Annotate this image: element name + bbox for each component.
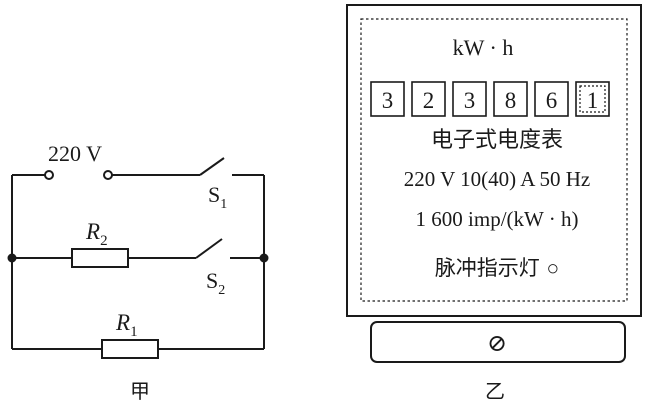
digit-value: 6 xyxy=(546,88,558,113)
s1-label: S1 xyxy=(208,182,227,212)
meter-rating: 220 V 10(40) A 50 Hz xyxy=(404,167,590,191)
meter-outer-frame xyxy=(346,4,642,317)
supply-terminal-right xyxy=(103,170,113,180)
meter-caption: 乙 xyxy=(485,379,505,403)
digit-box xyxy=(493,81,528,117)
meter-base-symbol: ⊘ xyxy=(487,331,507,357)
circuit-diagram xyxy=(7,157,269,359)
r1-label: R1 xyxy=(115,310,138,340)
meter-reading-display: 3 2 3 8 6 1 xyxy=(370,81,610,117)
resistor-r2 xyxy=(71,248,129,268)
circuit-caption: 甲 xyxy=(130,379,150,403)
meter-body xyxy=(346,4,642,317)
pulse-indicator-row: 脉冲指示灯 ○ xyxy=(435,256,559,280)
digit-value: 8 xyxy=(505,88,517,113)
junction-right xyxy=(259,253,269,263)
meter-unit-label: kW · h xyxy=(453,35,514,60)
supply-terminal-left xyxy=(44,170,54,180)
switch-s2-blade xyxy=(195,238,223,259)
digit-box xyxy=(534,81,569,117)
digit-value: 2 xyxy=(423,88,435,113)
digit-box xyxy=(411,81,446,117)
digit-value: 3 xyxy=(382,88,394,113)
resistor-r1 xyxy=(101,339,159,359)
meter-title: 电子式电度表 xyxy=(431,128,563,153)
meter-constant: 1 600 imp/(kW · h) xyxy=(416,207,579,231)
r2-label: R2 xyxy=(85,219,108,249)
digit-value: 3 xyxy=(464,88,476,113)
digit-box xyxy=(575,81,610,117)
meter-inner-panel xyxy=(360,18,628,302)
pulse-indicator-label: 脉冲指示灯 xyxy=(435,256,540,280)
digit-box xyxy=(452,81,487,117)
switch-s1-blade xyxy=(199,157,225,176)
digit-value: 1 xyxy=(587,88,599,113)
junction-left xyxy=(7,253,17,263)
meter-base xyxy=(370,321,626,363)
digit-box-decimal-marker xyxy=(579,85,606,113)
s2-label: S2 xyxy=(206,268,225,298)
pulse-indicator-lamp: ○ xyxy=(547,256,560,280)
digit-box xyxy=(370,81,405,117)
supply-voltage-label: 220 V xyxy=(48,141,102,166)
